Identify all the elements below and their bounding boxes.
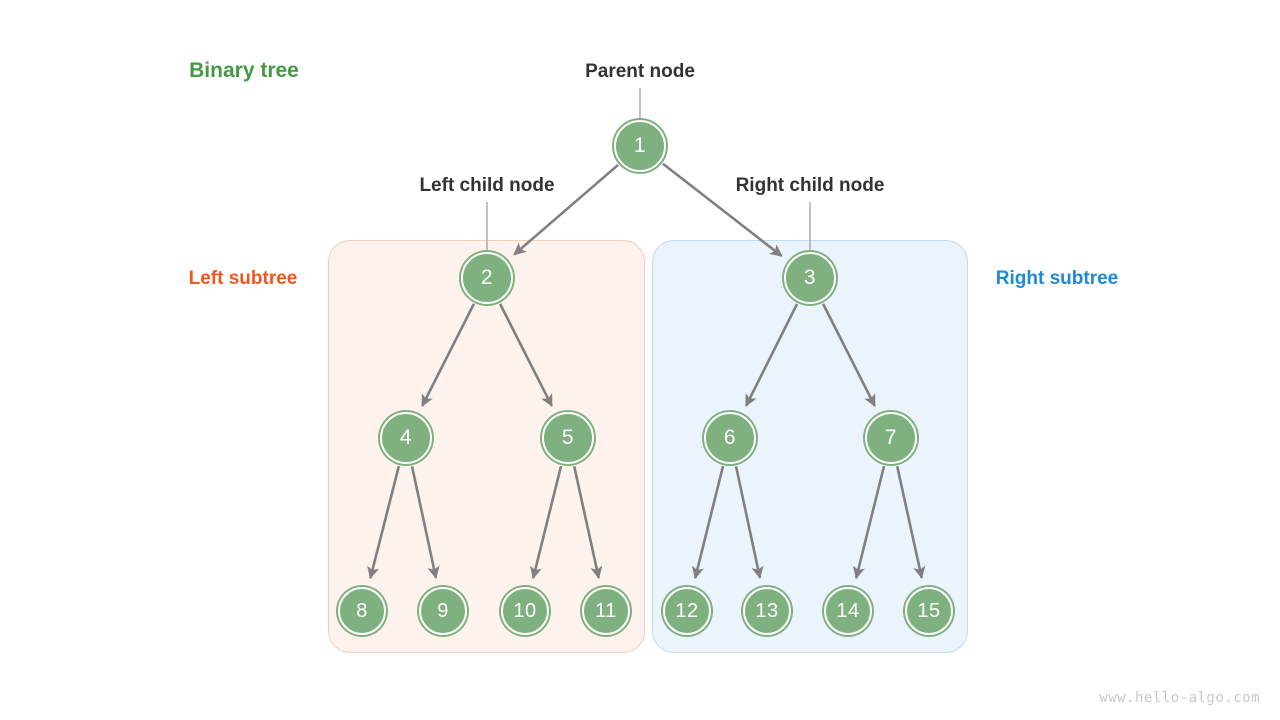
tree-node-15: 15	[905, 587, 953, 635]
tree-node-5: 5	[542, 412, 594, 464]
tree-edge-2-5	[498, 303, 553, 408]
tree-node-9: 9	[419, 587, 467, 635]
tree-node-1: 1	[614, 120, 666, 172]
tree-edge-1-3	[662, 162, 783, 257]
parent-node-label: Parent node	[585, 61, 695, 82]
tree-node-4: 4	[380, 412, 432, 464]
tree-edge-7-15	[895, 466, 926, 580]
tree-edge-group	[367, 162, 926, 580]
page-title: Binary tree	[189, 59, 299, 82]
watermark: www.hello-algo.com	[1099, 690, 1260, 706]
tree-edge-3-7	[821, 303, 876, 408]
tree-node-12: 12	[663, 587, 711, 635]
tree-edge-4-8	[367, 465, 401, 580]
tree-edge-1-2	[513, 163, 619, 256]
tree-node-11: 11	[582, 587, 630, 635]
tree-edge-6-12	[691, 465, 725, 580]
right-child-node-label: Right child node	[735, 175, 885, 196]
tree-node-7: 7	[865, 412, 917, 464]
tree-edge-5-10	[529, 465, 563, 580]
tree-edge-7-14	[852, 465, 886, 580]
annotation-leader-group	[486, 88, 811, 250]
right-subtree-label: Right subtree	[995, 268, 1119, 289]
tree-node-6: 6	[704, 412, 756, 464]
tree-edge-3-6	[744, 303, 799, 407]
tree-edge-6-13	[734, 466, 764, 580]
tree-node-13: 13	[743, 587, 791, 635]
tree-edge-4-9	[410, 466, 440, 580]
left-child-node-label: Left child node	[419, 175, 555, 196]
left-subtree-label: Left subtree	[188, 268, 298, 289]
tree-node-3: 3	[784, 252, 836, 304]
tree-node-2: 2	[461, 252, 513, 304]
tree-edge-2-4	[421, 303, 476, 408]
tree-edge-5-11	[572, 466, 603, 580]
tree-node-14: 14	[824, 587, 872, 635]
tree-node-10: 10	[501, 587, 549, 635]
tree-node-8: 8	[338, 587, 386, 635]
